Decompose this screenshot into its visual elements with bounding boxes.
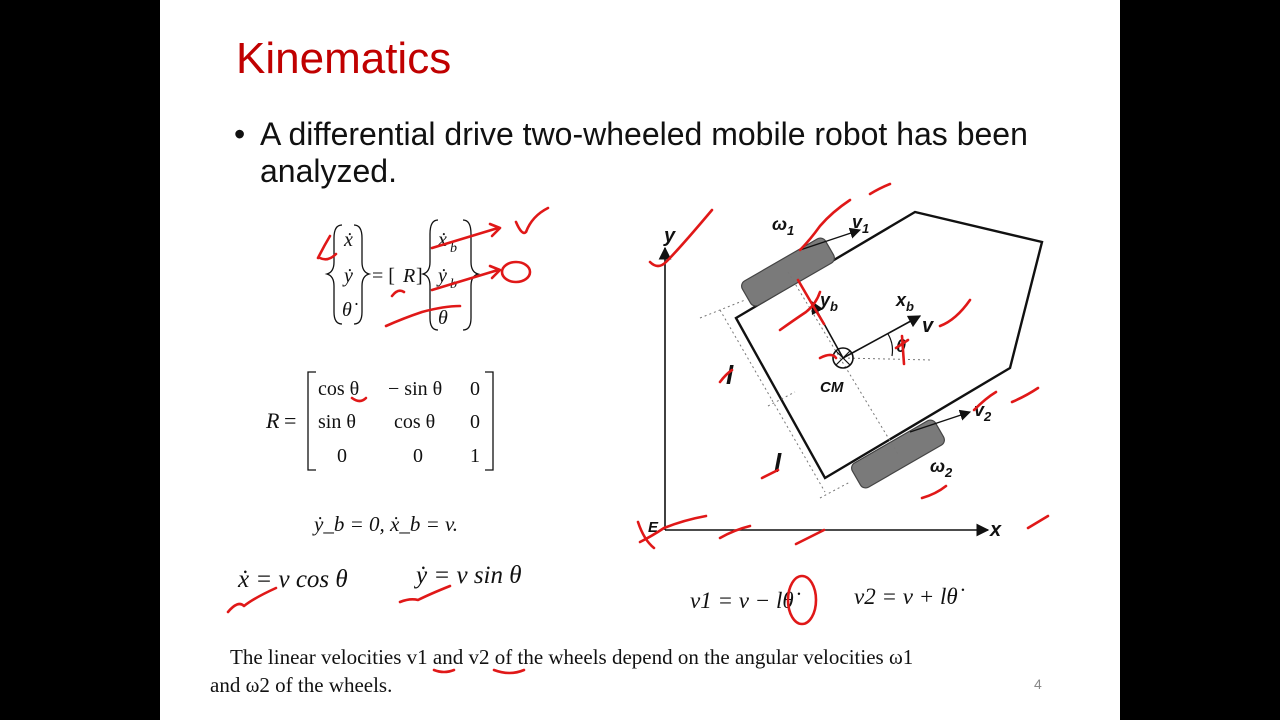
svg-text:=: = — [284, 408, 296, 433]
caption-line-1: The linear velocities v1 and v2 of the w… — [230, 645, 914, 669]
svg-text:θ: θ — [438, 307, 448, 329]
velocity-transform-equation: ẋ ẏ θ̇ = [ R ] ẋ b ẏ b θ — [324, 219, 481, 331]
slide-title: Kinematics — [236, 34, 452, 83]
svg-text:ẏ: ẏ — [342, 265, 353, 287]
y-axis-label: y — [663, 225, 676, 247]
v2-equation: v2 = v + lθ̇ — [854, 584, 958, 609]
matrix-cell-1-3: 0 — [470, 378, 480, 400]
matrix-cell-1-2: − sin θ — [388, 378, 442, 400]
svg-text:= [: = [ — [372, 265, 395, 287]
v-label: v — [922, 315, 935, 337]
matrix-cell-3-1: 0 — [337, 445, 347, 467]
svg-text:ẋ: ẋ — [437, 229, 447, 251]
rotation-matrix: R = cos θ − sin θ 0 sin θ cos θ 0 0 0 1 — [265, 371, 494, 471]
svg-text:]: ] — [416, 265, 423, 287]
svg-text:b: b — [450, 241, 457, 256]
origin-label: E — [648, 519, 659, 536]
wheel-2 — [851, 419, 945, 489]
matrix-cell-3-2: 0 — [413, 445, 423, 467]
robot-diagram: y x E CM xb yb v θ — [648, 210, 1044, 541]
matrix-cell-1-1: cos θ — [318, 378, 359, 400]
constraint-equation: ẏ_b = 0, ẋ_b = v. — [314, 512, 458, 536]
l-label-1: l — [726, 360, 734, 390]
svg-text:ẋ: ẋ — [343, 229, 353, 251]
matrix-cell-2-2: cos θ — [394, 411, 435, 433]
x-axis-label: x — [989, 519, 1002, 541]
svg-text:R: R — [265, 408, 280, 433]
svg-text:R: R — [402, 265, 415, 287]
v1-equation: v1 = v − lθ̇ — [690, 588, 794, 613]
svg-text:ẏ: ẏ — [436, 265, 447, 287]
caption-line-2: and ω2 of the wheels. — [210, 673, 393, 697]
center-of-mass — [832, 347, 854, 369]
matrix-cell-2-1: sin θ — [318, 411, 356, 433]
page-number: 4 — [1034, 676, 1042, 692]
cm-label: CM — [820, 379, 844, 396]
l-label-2: l — [774, 448, 782, 478]
handwritten-annotations — [226, 182, 1050, 675]
robot-body — [734, 210, 1044, 480]
bullet-dot: • — [234, 116, 246, 152]
matrix-cell-2-3: 0 — [470, 411, 480, 433]
xdot-equation: ẋ = v cos θ — [238, 566, 348, 593]
ydot-equation: ẏ = v sin θ — [416, 562, 522, 589]
bullet-text: A differential drive two-wheeled mobile … — [260, 116, 1028, 189]
matrix-cell-3-3: 1 — [470, 445, 480, 467]
caption: The linear velocities v1 and v2 of the w… — [210, 643, 1030, 699]
slide: Kinematics • A differential drive two-wh… — [160, 0, 1120, 720]
